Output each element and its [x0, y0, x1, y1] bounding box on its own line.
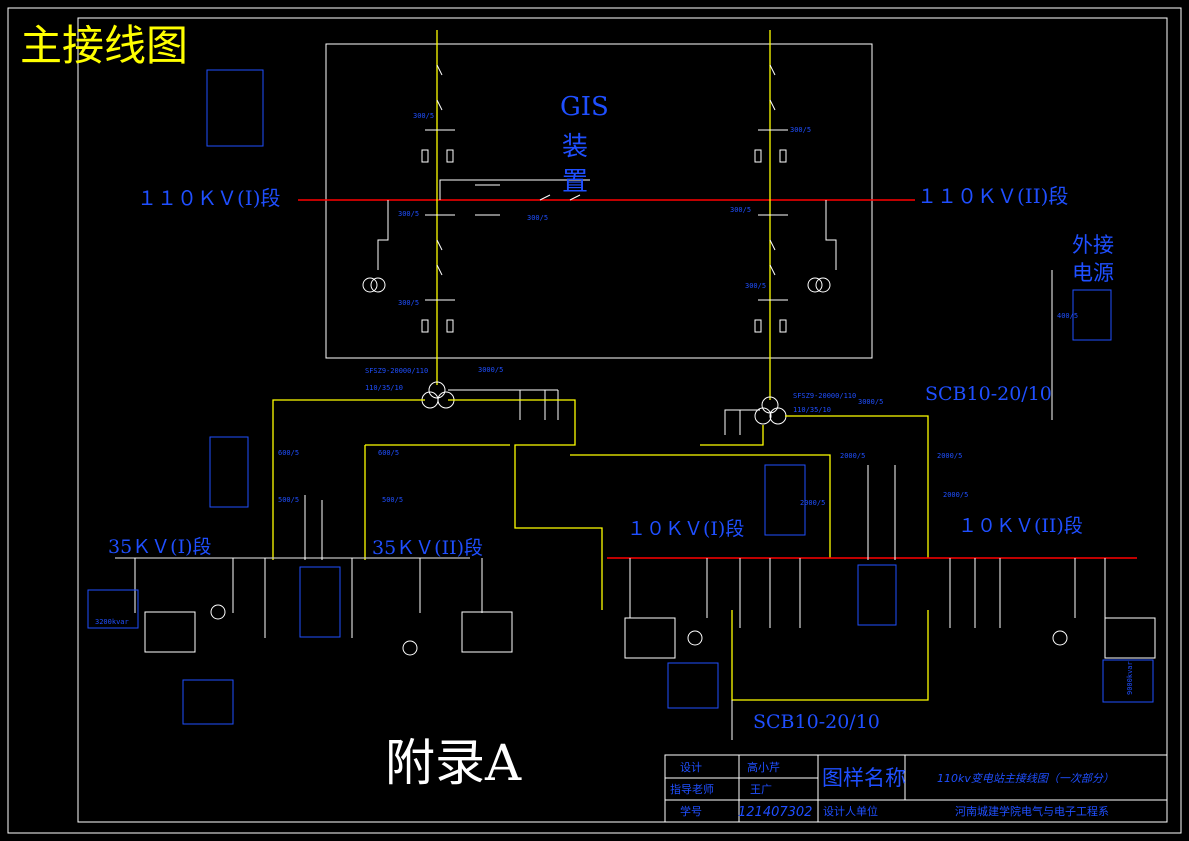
ct-label: 2000/5 — [943, 491, 968, 499]
station-transformer-upper-label: SCB10-20/10 — [925, 383, 1052, 405]
link-t1-10kv — [448, 399, 603, 610]
capacitor-35kv-rating: 3200kvar — [95, 618, 129, 626]
drawing-title: 主接线图 — [20, 21, 188, 70]
unit-label: 设计人单位 — [823, 804, 878, 818]
link-station-transformer — [731, 610, 929, 701]
bus-110kv-2-label: １１０ＫＶ(II)段 — [917, 184, 1068, 208]
ct-label: 500/5 — [278, 496, 299, 504]
link-t2-35kv — [700, 425, 764, 446]
equipment-tables — [87, 69, 1154, 725]
bus-35kv-2-label: 35ＫＶ(II)段 — [372, 537, 483, 559]
title-block-text: 设计 高小芹 指导老师 王广 学号 121407302 图样名称 110kv变电… — [670, 760, 1114, 820]
link-t1-35kv-1 — [272, 399, 425, 560]
feeders-10kv — [624, 465, 1156, 659]
outer-border — [7, 7, 1182, 834]
gis-label-3: 置 — [562, 167, 588, 197]
main-transformer-1 — [421, 381, 559, 420]
gis-label-2: 装 — [562, 132, 588, 162]
gis-enclosure — [325, 43, 873, 359]
advisor-label: 指导老师 — [670, 782, 714, 796]
ct-label: 300/5 — [730, 206, 751, 214]
ct-label: 300/5 — [398, 299, 419, 307]
title-block — [664, 754, 1168, 823]
gis-switchgear — [362, 64, 837, 333]
link-t2-10kv — [785, 415, 929, 558]
ct-label: 600/5 — [378, 449, 399, 457]
bus-10kv-1-label: １０ＫＶ(I)段 — [627, 518, 744, 540]
drawing-frame — [77, 17, 1168, 823]
ct-label: 300/5 — [398, 210, 419, 218]
id-label: 学号 — [680, 804, 702, 818]
ct-label: 300/5 — [413, 112, 434, 120]
capacitor-10kv-rating: 9000kvar — [1126, 661, 1134, 695]
ct-label: 2000/5 — [840, 452, 865, 460]
feeders-35kv — [134, 495, 513, 656]
ct-label: 300/5 — [527, 214, 548, 222]
link-10kv-tie — [570, 454, 831, 558]
ct-label: 300/5 — [790, 126, 811, 134]
ct-label: 500/5 — [382, 496, 403, 504]
student-id: 121407302 — [738, 805, 812, 820]
link-t1-35kv-2 — [364, 444, 510, 560]
t1-model: SFSZ9-20000/110 — [365, 367, 428, 375]
gis-label-1: GIS — [560, 92, 609, 122]
external-source-label-1: 外接 — [1072, 233, 1114, 257]
drawing-name-label: 图样名称 — [822, 766, 906, 790]
ct-label: 600/5 — [278, 449, 299, 457]
main-transformer-2 — [724, 396, 787, 435]
bus-35kv-1-label: 35ＫＶ(I)段 — [108, 536, 212, 558]
drawing-name: 110kv变电站主接线图（一次部分） — [937, 772, 1114, 785]
unit: 河南城建学院电气与电子工程系 — [955, 804, 1109, 818]
t1-ct: 3000/5 — [478, 366, 503, 374]
t2-ratio: 110/35/10 — [793, 406, 831, 414]
ct-label: 300/5 — [745, 282, 766, 290]
ct-label: 2000/5 — [800, 499, 825, 507]
external-source-label-2: 电源 — [1072, 261, 1114, 285]
design-label: 设计 — [680, 761, 702, 774]
t2-model: SFSZ9-20000/110 — [793, 392, 856, 400]
advisor: 王广 — [750, 783, 772, 796]
ct-label: 400/5 — [1057, 312, 1078, 320]
ct-label: 2000/5 — [937, 452, 962, 460]
station-transformer-lower-label: SCB10-20/10 — [753, 711, 880, 733]
bus-110kv-1-label: １１０ＫＶ(I)段 — [137, 186, 281, 210]
appendix-label: 附录A — [385, 734, 522, 792]
t2-ct: 3000/5 — [858, 398, 883, 406]
t1-ratio: 110/35/10 — [365, 384, 403, 392]
designer: 高小芹 — [747, 760, 780, 774]
bus-10kv-2-label: １０ＫＶ(II)段 — [958, 515, 1083, 537]
